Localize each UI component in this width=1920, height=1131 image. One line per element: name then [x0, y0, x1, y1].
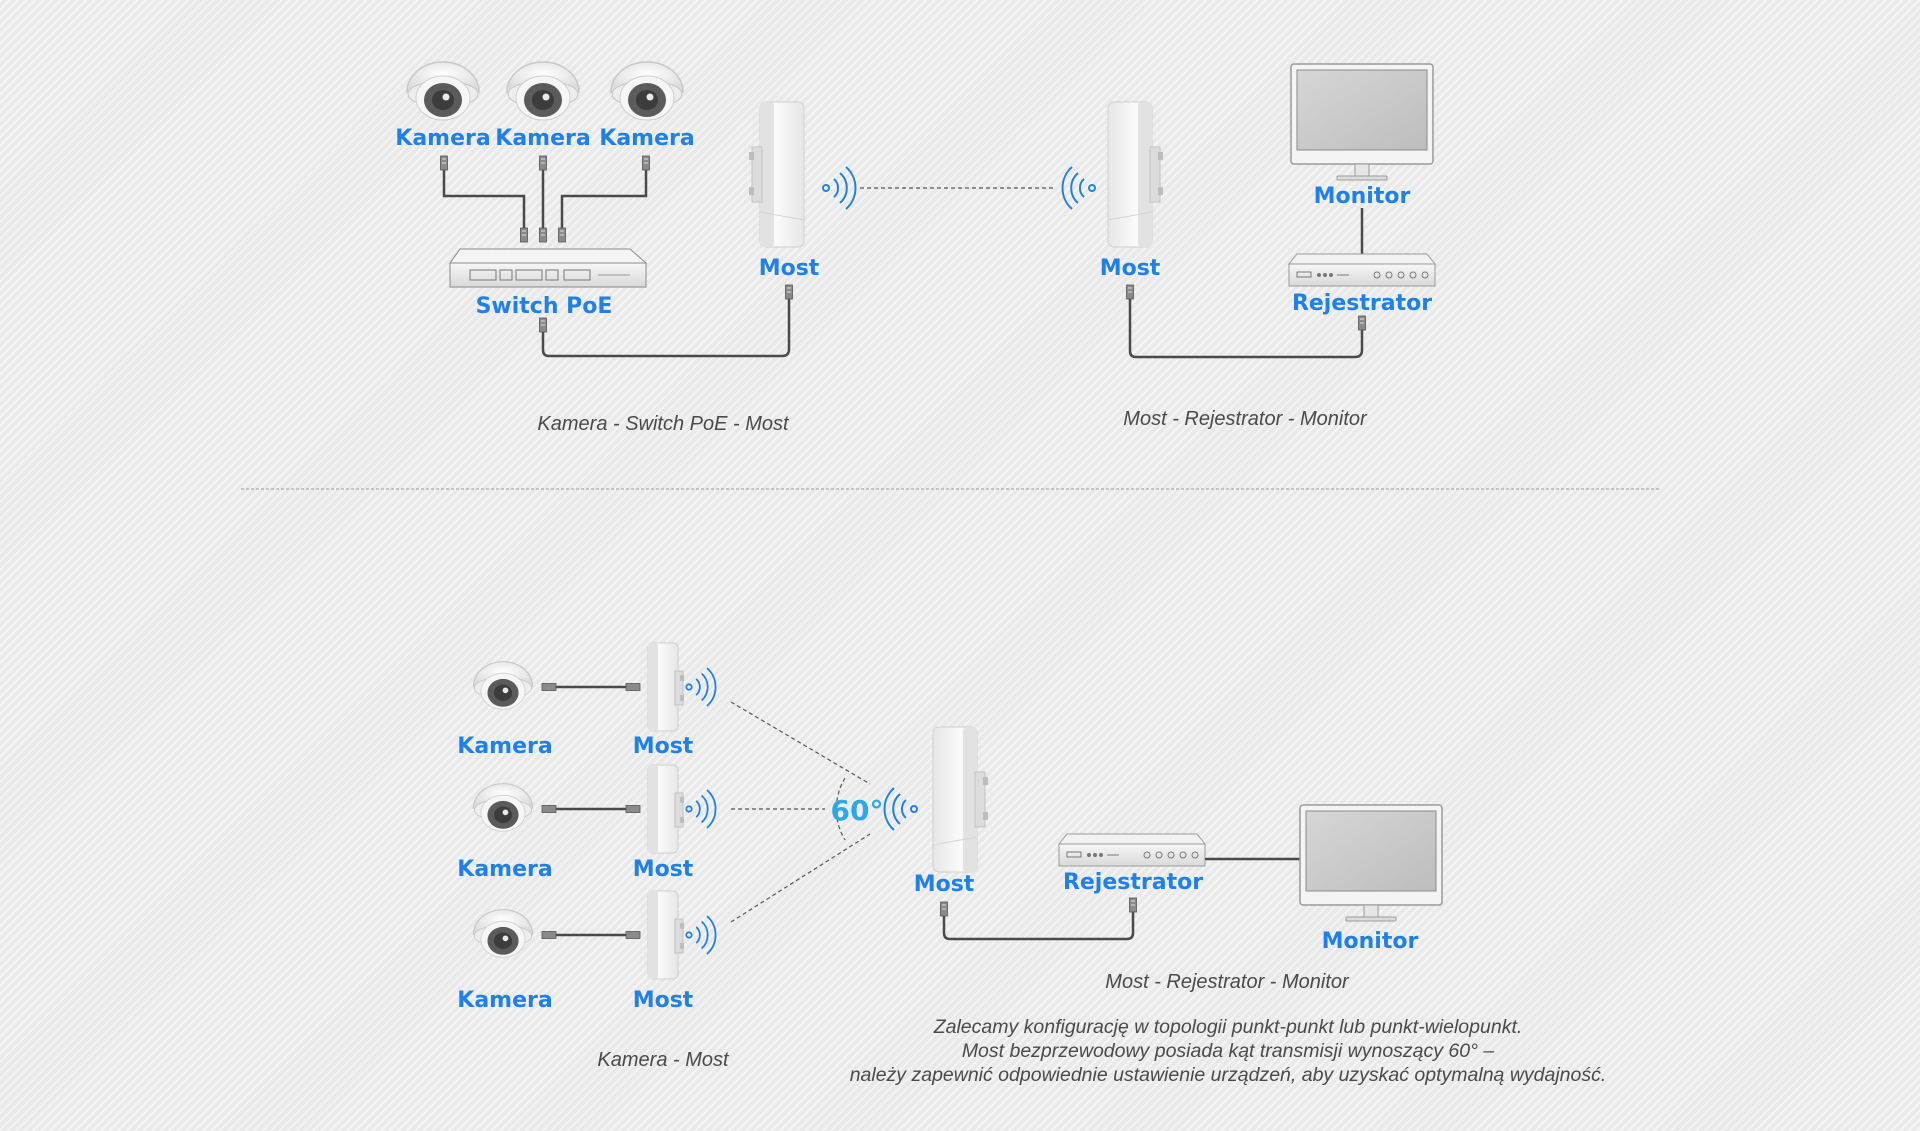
- note-line: Most bezprzewodowy posiada kąt transmisj…: [962, 1040, 1495, 1062]
- camera-icon: [610, 61, 684, 121]
- monitor-label: Monitor: [1322, 929, 1419, 954]
- bridge-label: Most: [1100, 256, 1161, 281]
- camera-label: Kamera: [395, 126, 490, 151]
- caption: Kamera - Switch PoE - Most: [537, 413, 790, 435]
- wifi-icon: [685, 789, 717, 829]
- recorder-icon: [1058, 833, 1206, 867]
- note-line: należy zapewnić odpowiednie ustawienie u…: [850, 1064, 1607, 1086]
- camera-icon: [506, 61, 580, 121]
- bridge-label: Most: [633, 857, 694, 882]
- bridge-icon: [647, 764, 685, 854]
- caption: Most - Rejestrator - Monitor: [1105, 971, 1350, 993]
- bridge-icon: [933, 727, 988, 872]
- camera-icon: [472, 661, 534, 710]
- wireless-link: [730, 833, 871, 923]
- bridge-label: Most: [914, 872, 975, 897]
- wifi-icon: [822, 166, 857, 210]
- angle-label: 60°: [831, 794, 884, 827]
- caption: Kamera - Most: [597, 1049, 730, 1071]
- bridge-icon: [1108, 102, 1163, 247]
- camera-icon: [472, 909, 534, 958]
- bridge-icon: [748, 101, 805, 248]
- wifi-icon: [685, 667, 717, 707]
- wifi-icon: [1063, 167, 1095, 209]
- switch-label: Switch PoE: [476, 294, 613, 319]
- recorder-icon: [1288, 253, 1436, 287]
- camera-label: Kamera: [495, 126, 590, 151]
- camera-icon: [406, 61, 480, 121]
- switch-icon: [449, 248, 648, 288]
- monitor-icon: [1290, 63, 1434, 181]
- camera-label: Kamera: [457, 734, 552, 759]
- camera-label: Kamera: [599, 126, 694, 151]
- bridge-icon: [647, 642, 685, 732]
- bridge-icon: [647, 890, 685, 980]
- camera-label: Kamera: [457, 988, 552, 1013]
- camera-icon: [472, 783, 534, 832]
- wifi-icon: [885, 788, 917, 830]
- caption: Most - Rejestrator - Monitor: [1123, 408, 1368, 430]
- wifi-icon: [685, 915, 717, 955]
- recorder-label: Rejestrator: [1063, 870, 1203, 895]
- recorder-label: Rejestrator: [1292, 291, 1432, 316]
- bridge-label: Most: [759, 256, 820, 281]
- angle-arc: [835, 777, 846, 841]
- camera-label: Kamera: [457, 857, 552, 882]
- bridge-label: Most: [633, 988, 694, 1013]
- monitor-label: Monitor: [1314, 184, 1411, 209]
- wireless-link: [730, 701, 871, 785]
- bridge-label: Most: [633, 734, 694, 759]
- note-line: Zalecamy konfigurację w topologii punkt-…: [933, 1016, 1523, 1038]
- monitor-icon: [1299, 804, 1443, 922]
